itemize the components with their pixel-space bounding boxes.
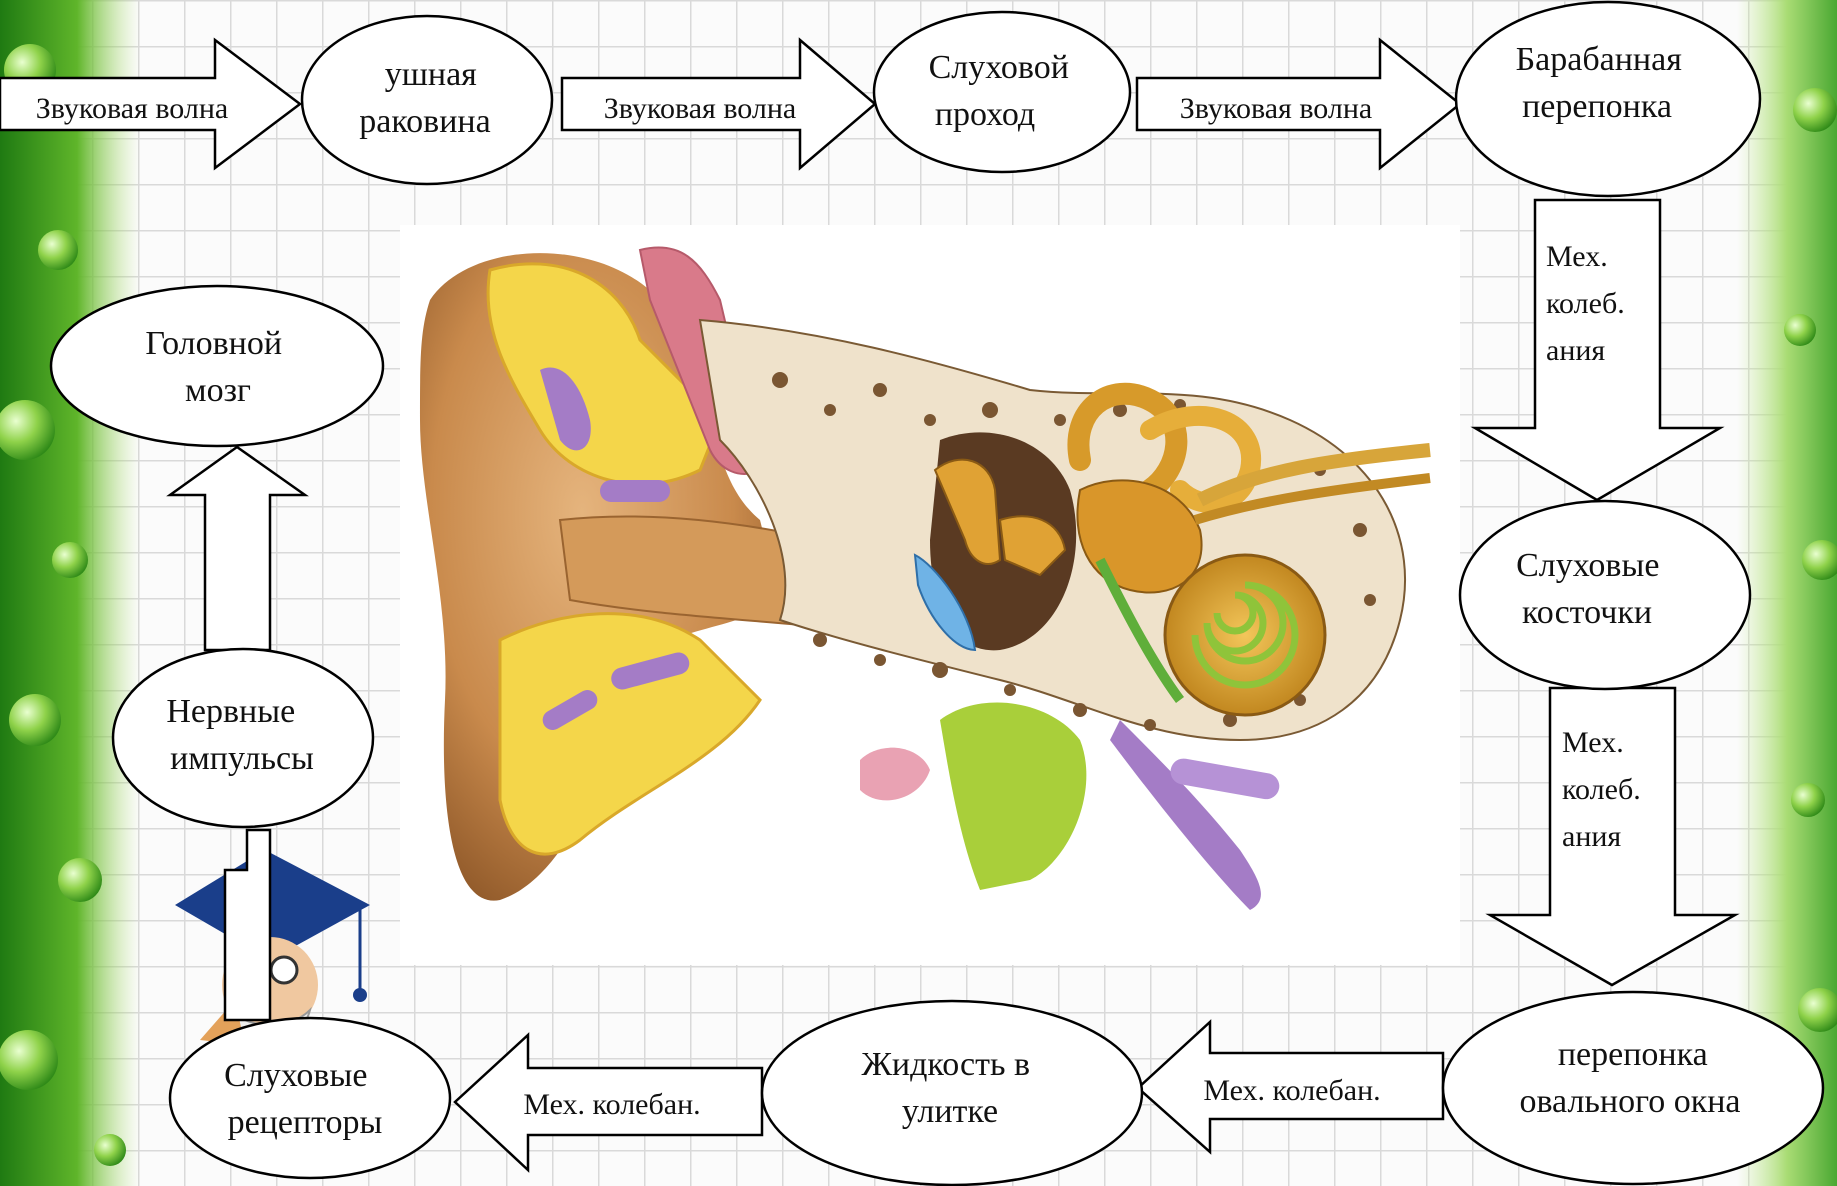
node-brain: Головной мозг xyxy=(51,286,383,446)
node-receptors: Слуховые рецепторы xyxy=(170,1018,450,1178)
node-ossicles: Слуховые косточки xyxy=(1460,501,1750,689)
node-ear-canal: Слуховой проход xyxy=(874,12,1130,172)
arrow-mech-vibrations-3-label: Мех. колебан. xyxy=(1203,1074,1380,1107)
node-nerve-impulses: Нервные импульсы xyxy=(113,649,373,827)
arrow-sound-wave-1-label: Звуковая волна xyxy=(36,92,229,125)
node-oval-window: перепонка овального окна xyxy=(1443,992,1823,1184)
ear-anatomy-illustration xyxy=(400,225,1460,965)
left-decorative-border xyxy=(0,0,140,1186)
node-cochlear-fluid: Жидкость в улитке xyxy=(762,1001,1142,1185)
arrow-sound-wave-3-label: Звуковая волна xyxy=(1180,92,1373,125)
node-ear-pinna: ушная раковина xyxy=(302,16,552,184)
arrow-mech-vibrations-4-label: Мех. колебан. xyxy=(523,1088,700,1121)
right-decorative-border xyxy=(1737,0,1837,1186)
arrow-sound-wave-2-label: Звуковая волна xyxy=(604,92,797,125)
node-eardrum: Барабанная перепонка xyxy=(1456,2,1760,196)
